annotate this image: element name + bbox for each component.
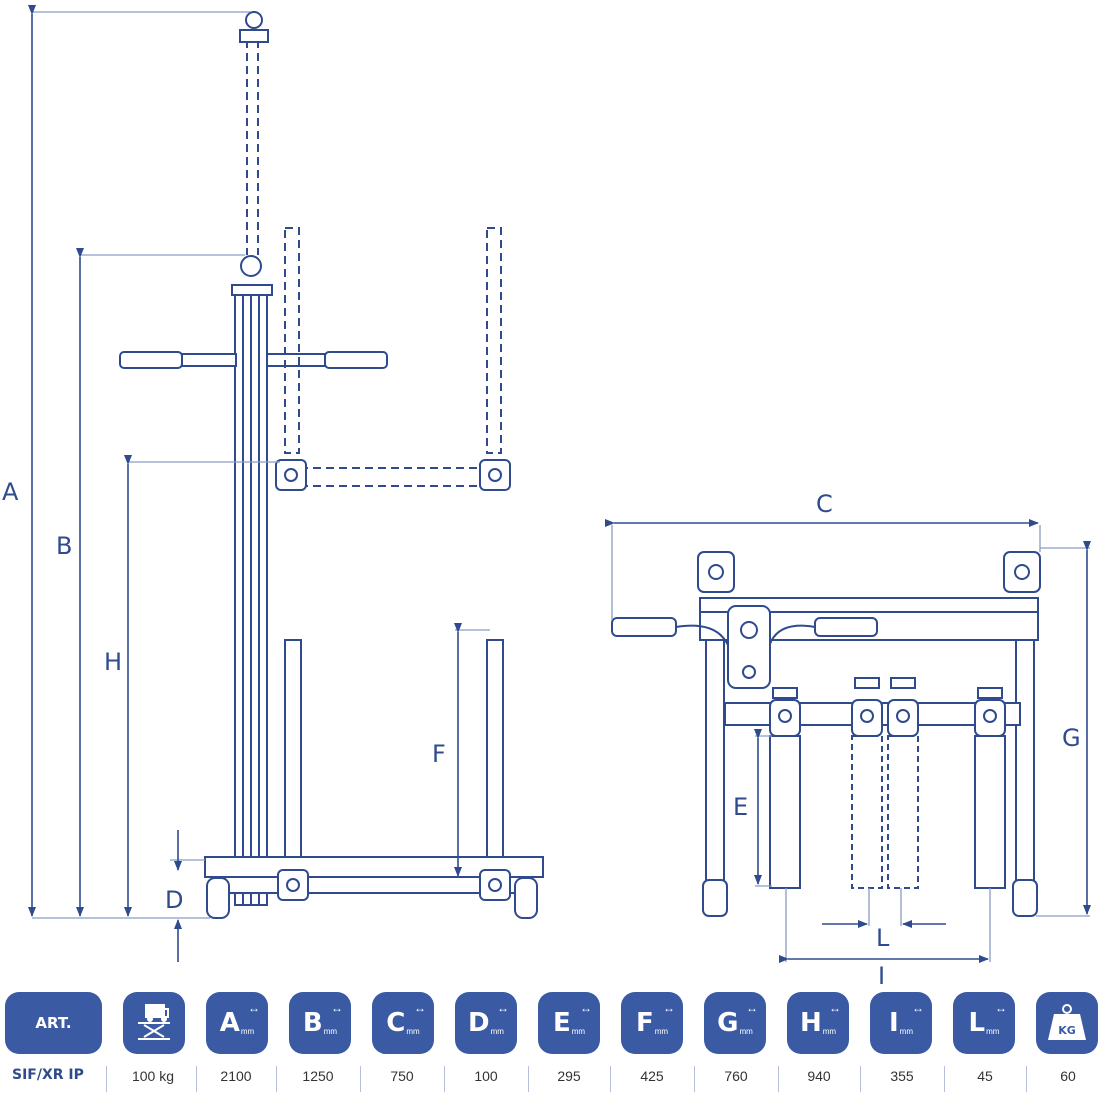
label-i: I <box>878 962 885 985</box>
value-f: 425 <box>640 1068 664 1084</box>
wheel-right <box>514 877 538 919</box>
front-leg-left <box>705 639 725 911</box>
label-h: H <box>104 648 122 676</box>
front-view <box>611 551 1041 917</box>
label-b: B <box>56 532 72 560</box>
label-d: D <box>165 886 183 914</box>
raised-forks <box>284 227 502 487</box>
label-a: A <box>2 478 19 506</box>
svg-text:KG: KG <box>1058 1024 1076 1037</box>
side-handle-left <box>119 351 183 369</box>
front-handle-right <box>814 617 878 637</box>
art-code: SIF/XR IP <box>12 1067 84 1083</box>
label-g: G <box>1062 724 1081 752</box>
fork-outer-left <box>769 687 801 889</box>
value-i: 355 <box>890 1068 914 1084</box>
value-c: 750 <box>390 1068 414 1084</box>
lowered-fork-right <box>486 639 504 866</box>
fork-outer-right <box>974 687 1006 889</box>
lowered-fork-left <box>284 639 302 866</box>
weight-icon: KG <box>1036 992 1098 1054</box>
value-weight: 60 <box>1060 1068 1076 1084</box>
central-hub <box>727 605 771 689</box>
value-g: 760 <box>724 1068 748 1084</box>
side-dimensions <box>32 11 490 919</box>
wheel-left <box>206 877 230 919</box>
technical-drawing: A B H F D <box>2 5 1091 985</box>
front-leg-right <box>1015 639 1035 911</box>
side-view <box>119 11 544 919</box>
value-h: 940 <box>807 1068 831 1084</box>
label-f: F <box>432 740 446 768</box>
art-header-label: ART. <box>35 1014 72 1032</box>
value-l: 45 <box>977 1068 993 1084</box>
value-a: 2100 <box>220 1068 252 1084</box>
value-d: 100 <box>474 1068 498 1084</box>
value-capacity: 100 kg <box>131 1068 175 1084</box>
value-e: 295 <box>557 1068 581 1084</box>
side-handle-right <box>324 351 388 369</box>
capacity-icon <box>123 992 185 1054</box>
label-l: L <box>876 924 890 952</box>
label-e: E <box>733 793 748 821</box>
value-b: 1250 <box>302 1068 334 1084</box>
extended-mast <box>246 40 259 255</box>
art-header: ART. <box>5 992 102 1054</box>
fork-inner <box>851 735 919 889</box>
label-c: C <box>816 490 833 518</box>
mast-top-extended <box>239 29 269 43</box>
front-handle-left <box>611 617 677 637</box>
